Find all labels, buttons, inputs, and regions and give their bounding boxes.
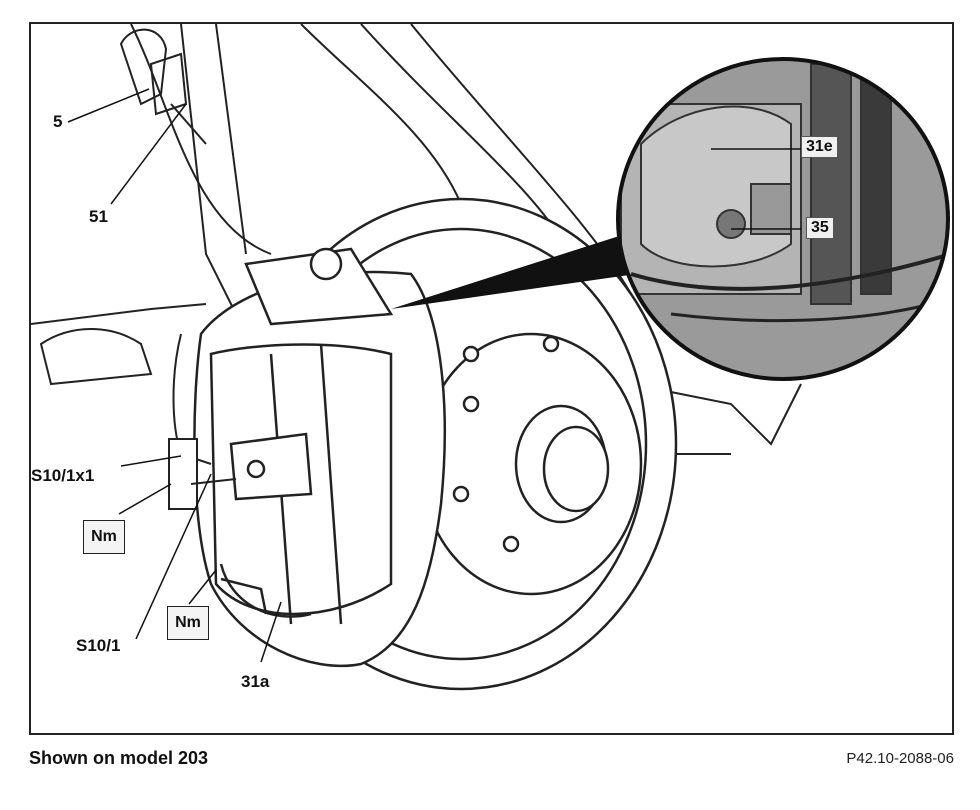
brake-caliper-icon (193, 247, 446, 668)
magnifier-wedge (391, 229, 641, 309)
figure-reference-number: P42.10-2088-06 (846, 750, 954, 767)
figure-caption: Shown on model 203 (29, 748, 209, 768)
label-s10-1: S10/1 (76, 636, 121, 655)
illustration-frame: 5 51 S10/1x1 Nm Nm S10/1 31a 31e 35 (29, 22, 954, 735)
brake-assembly-drawing (31, 24, 950, 691)
label-35: 35 (806, 217, 834, 239)
label-5: 5 (53, 112, 63, 131)
label-51: 51 (89, 207, 108, 226)
label-31a: 31a (241, 672, 270, 691)
label-s10-1x1: S10/1x1 (31, 466, 95, 485)
strut-line (180, 24, 242, 325)
magnified-inset-icon (616, 57, 950, 381)
torque-box-nm-lower: Nm (167, 606, 209, 640)
torque-box-nm-upper: Nm (83, 520, 125, 554)
label-31e: 31e (801, 136, 838, 158)
